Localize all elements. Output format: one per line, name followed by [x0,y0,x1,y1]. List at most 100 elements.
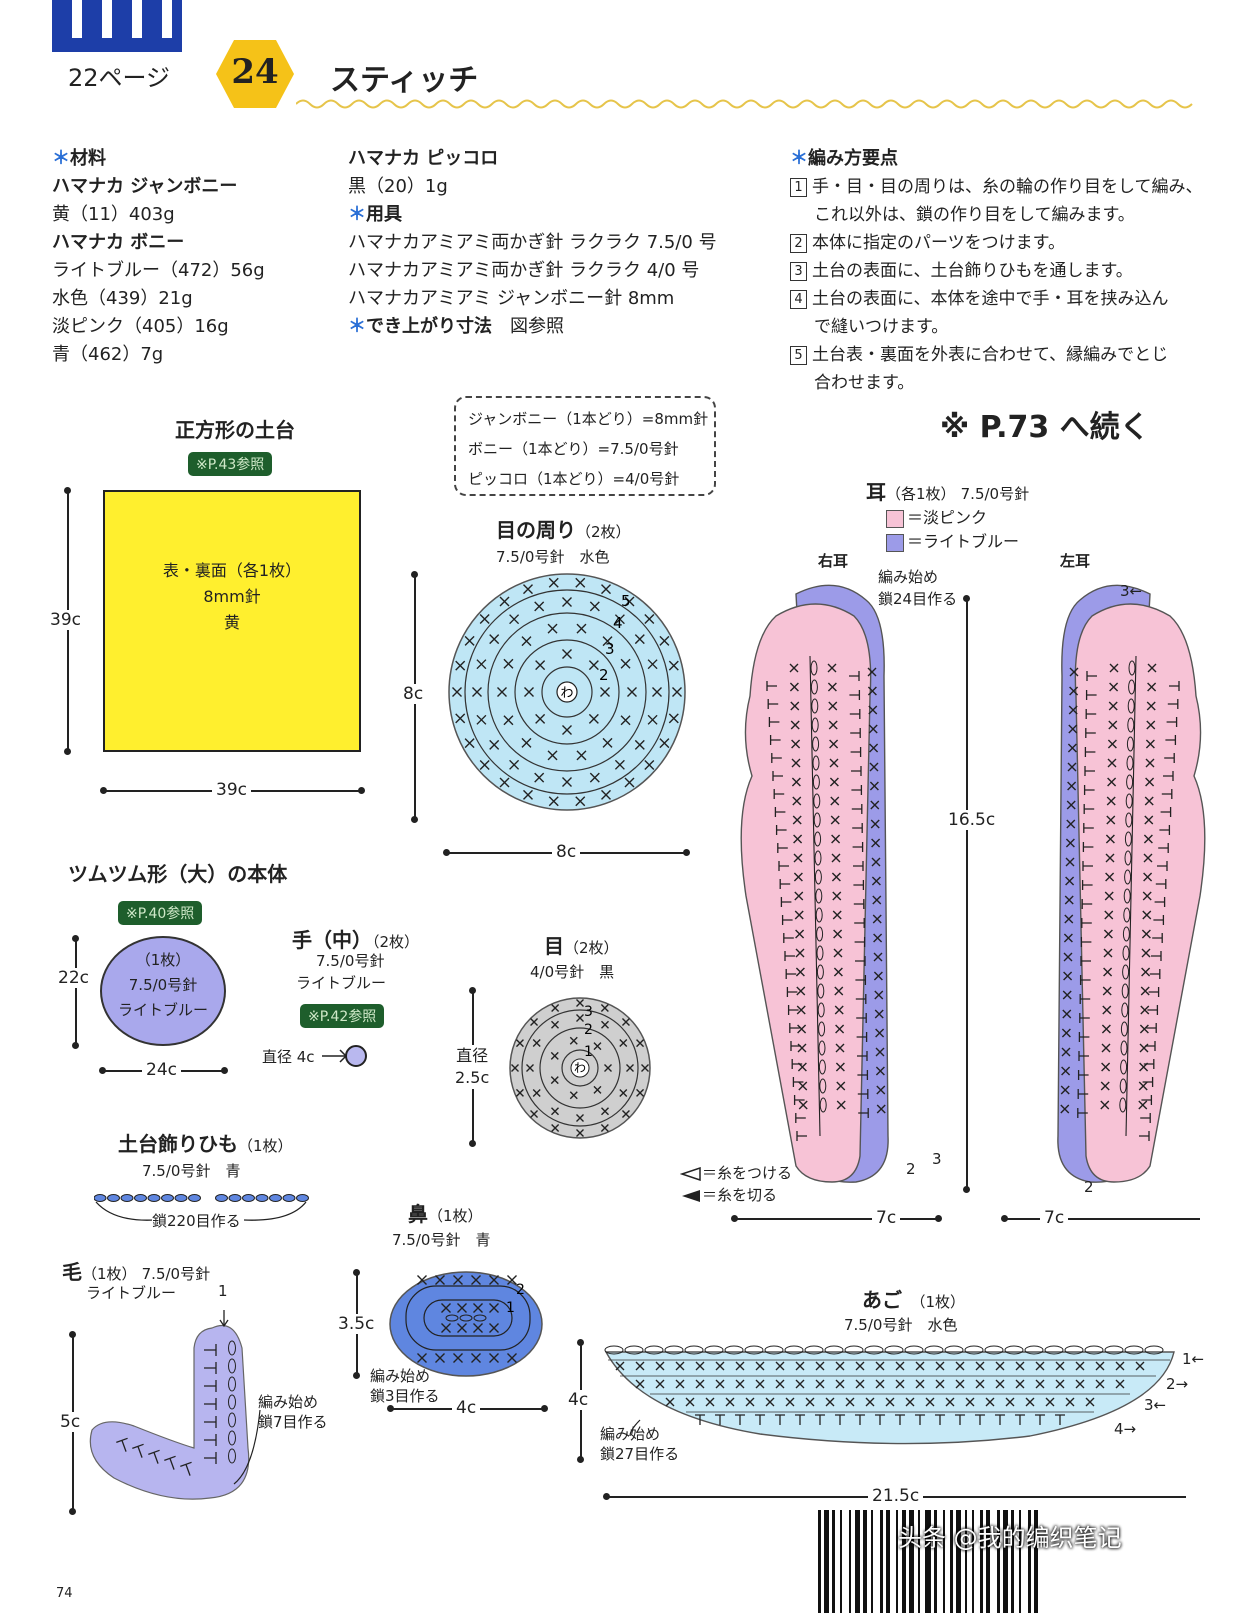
stitch-x [1061,1047,1071,1057]
stitch-t [851,804,863,814]
cord-bracket [95,1201,307,1221]
stitch-x [634,634,645,645]
stitch-x [1068,724,1078,734]
stitch-x [1100,1100,1110,1110]
stitch-x [489,1275,499,1285]
stitch-t [783,933,794,943]
chain-stitch [1123,888,1131,904]
right-ear-width-label: 7c [872,1208,901,1228]
stitch-x [1108,720,1118,730]
stitch-t [835,1414,845,1425]
stitch-x [588,713,599,724]
stitch-x [735,1361,745,1371]
stitch-x [1141,967,1151,977]
stitch-x [644,614,655,625]
chain-stitch [817,1002,825,1018]
stitch-x [1068,705,1078,715]
cord-chain-label: 鎖220目作る [152,1210,241,1231]
chain-stitch [242,1194,255,1202]
stitch-x [790,701,800,711]
stitch-t [778,861,789,871]
right-ear-chart [740,584,889,1183]
stitch-t [849,690,861,700]
stitch-x [1064,914,1074,924]
eye-surround-height-label: 8c [403,684,424,704]
stitch-t [715,1414,725,1425]
left-ear-width-label: 7c [1040,1208,1069,1228]
stitch-t [1078,1032,1090,1042]
ear-pink-part [740,603,872,1183]
stitch-t [1154,897,1166,907]
eye-needle: 4/0号針 黒 [530,963,615,981]
stitch-x [569,1091,578,1100]
ears-height-label: 16.5c [948,810,996,830]
stitch-x [1141,929,1151,939]
stitch-t [1142,1077,1154,1087]
stitch-x [503,715,514,726]
stitch-t [1147,1005,1159,1015]
stitch-x [1106,815,1116,825]
stitch-x [602,737,613,748]
stitch-x [464,635,475,646]
stitch-t [857,1051,868,1061]
stitch-t [1167,699,1179,709]
chain-stitch [255,1194,269,1202]
chain-stitch [784,1345,804,1355]
stitch-x [532,1089,541,1097]
stitch-x [955,1361,965,1371]
stitch-x [1144,796,1154,806]
stitch-x [975,1361,985,1371]
barcode-bar [1028,1510,1031,1613]
cord-needle: 7.5/0号針 青 [142,1162,241,1180]
stitch-x [600,687,610,697]
step-number: 4 [790,289,807,309]
barcode-bar [943,1510,945,1613]
stitch-x [873,971,883,981]
chain-stitch [1125,793,1133,809]
stitch-x [601,584,612,595]
round-ring [539,1027,621,1109]
dim-dot [411,816,418,823]
dim-dot [541,1405,548,1412]
dim-dot [411,571,418,578]
stitch-x [1109,663,1119,673]
square-base-shape [103,490,361,752]
chain-stitch [1121,1002,1129,1018]
stitch-x [1143,834,1153,844]
chain-stitch [147,1194,161,1202]
stitch-x [1069,686,1079,696]
stitch-x [644,759,655,770]
stitch-x [1140,986,1150,996]
chain-stitch [1126,736,1134,752]
stitch-x [1139,1043,1149,1053]
stitch-x [1055,1379,1065,1389]
stitch-t [850,728,861,738]
stitch-x [535,660,546,671]
square-base-label: 表・裏面（各1枚） 8mm針 黄 [103,558,361,636]
stitch-x [635,1379,645,1389]
eye-diameter-word: 直径 [456,1046,489,1065]
stitch-t [1080,937,1092,947]
dim-dot [64,487,71,494]
stitch-t [1157,861,1168,871]
stitch-x [915,1361,925,1371]
stitch-t [935,1414,945,1425]
ear-row-label: 3 [932,1150,942,1168]
stitch-x [945,1397,955,1407]
stitch-x [705,1397,715,1407]
stitch-x [715,1361,725,1371]
chin-row-label: 2→ [1166,1375,1189,1393]
stitch-x [1142,891,1152,901]
eye-surround-needle: 7.5/0号針 水色 [496,548,610,566]
step-line: これ以外は、鎖の作り目をして編みます。 [814,205,1135,225]
stitch-x [1145,739,1155,749]
stitch-t [204,1362,217,1374]
stitch-x [995,1379,1005,1389]
barcode-bar [886,1510,890,1613]
yarn-cut-row: ＝糸を切る [680,1184,792,1206]
chain-stitch [664,1345,684,1355]
chain-stitch [1104,1345,1124,1355]
